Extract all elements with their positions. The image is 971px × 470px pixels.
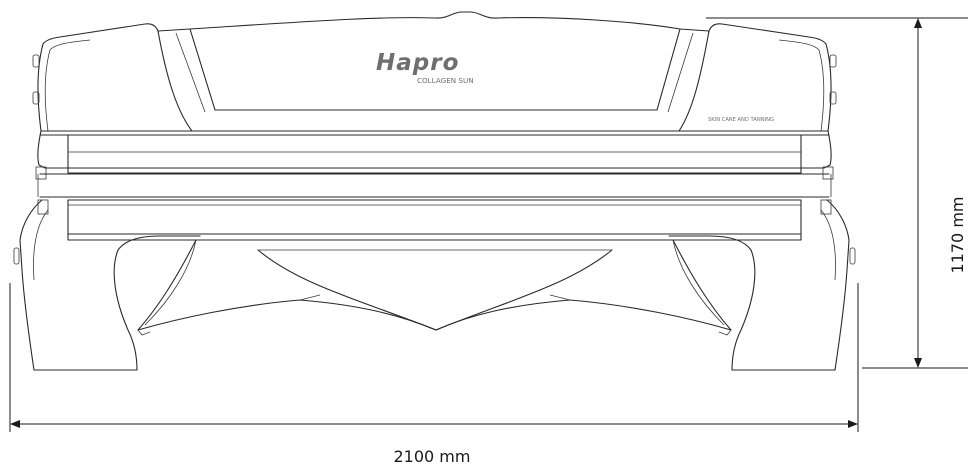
bench-base [13, 199, 856, 371]
acrylic-bands [35, 134, 834, 241]
tagline: SKIN CARE AND TANNING [708, 117, 774, 123]
width-dimension-label: 2100 mm [394, 447, 471, 466]
height-dimension-label: 1170 mm [948, 197, 967, 274]
canopy-left-end-cap [37, 23, 193, 132]
width-dimension [9, 283, 859, 432]
base-right-pod [668, 199, 850, 371]
lamp-tray [137, 239, 732, 331]
canopy-right-end-cap [678, 23, 832, 132]
brand-logo: Hapro [376, 50, 459, 76]
base-left-pod [19, 199, 201, 371]
canopy-center-panel [157, 11, 710, 32]
height-dimension [706, 17, 968, 369]
model-name: COLLAGEN SUN [417, 76, 474, 85]
canopy [32, 11, 837, 169]
